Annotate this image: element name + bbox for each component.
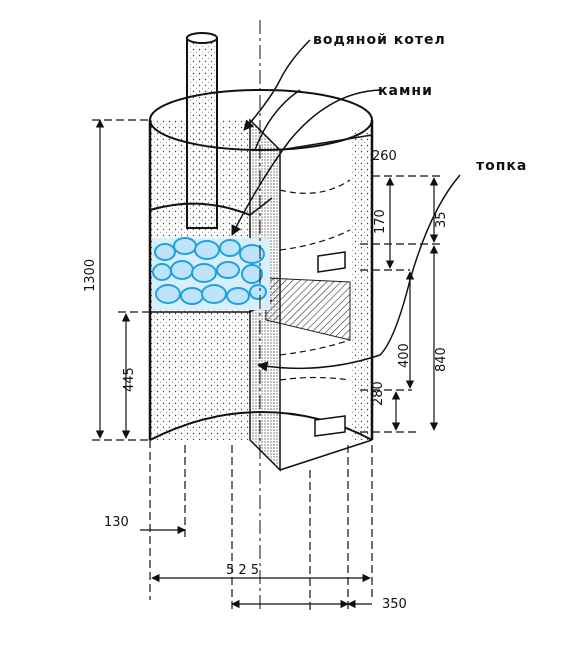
dim-260: 260 [372, 149, 397, 164]
dimension-lines [92, 119, 442, 612]
dim-35: 35 [434, 211, 449, 228]
label-stones: камни [378, 83, 433, 99]
chimney-pipe [186, 32, 218, 229]
dim-1300: 1300 [83, 259, 98, 292]
dim-445: 445 [122, 367, 137, 392]
upper-door-icon [317, 251, 346, 273]
dim-525: 5 2 5 [226, 563, 259, 578]
dim-840: 840 [434, 347, 449, 372]
dim-130: 130 [104, 515, 129, 530]
stone-cluster-icon [152, 237, 270, 310]
label-firebox: топка [476, 158, 527, 174]
dim-280: 280 [371, 381, 386, 406]
dim-170: 170 [373, 209, 388, 234]
label-water-boiler: водяной котел [313, 32, 446, 48]
dim-350: 350 [382, 597, 407, 612]
lower-door-icon [314, 415, 346, 437]
dim-400: 400 [397, 343, 412, 368]
